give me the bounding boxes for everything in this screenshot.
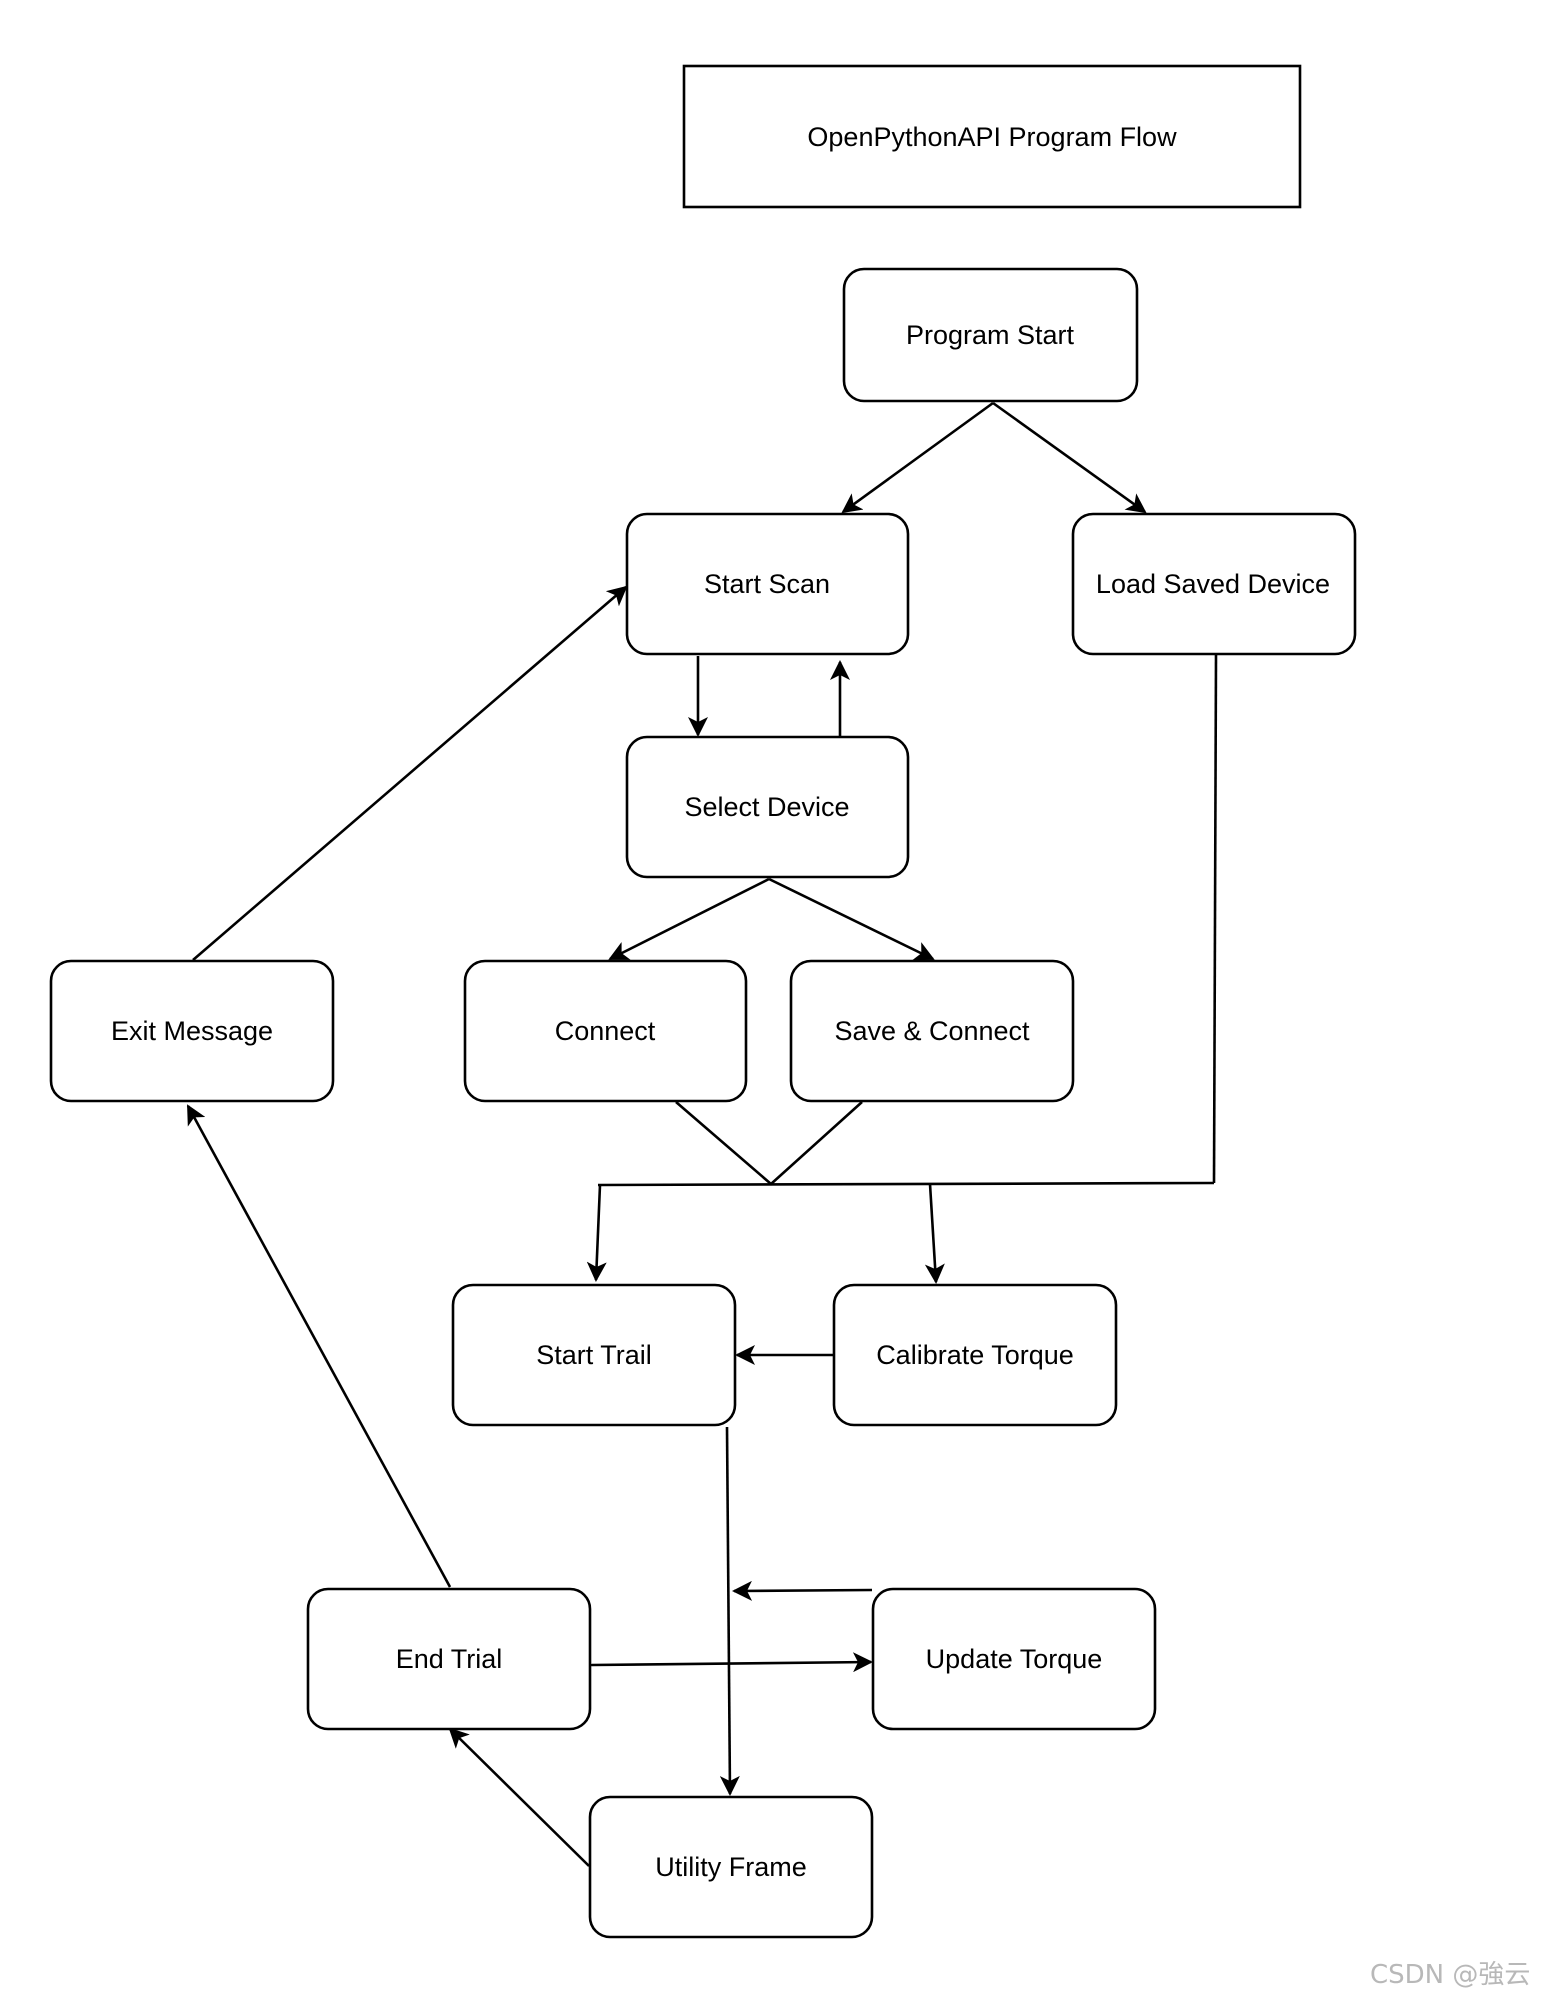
node-exit-message: Exit Message xyxy=(49,959,335,1103)
diagram-title-box: OpenPythonAPI Program Flow xyxy=(682,64,1302,209)
node-label: Load Saved Device xyxy=(1096,569,1330,599)
edge-connect-save-merge xyxy=(675,1101,863,1186)
diagram-title: OpenPythonAPI Program Flow xyxy=(807,122,1177,152)
edge-end-trial-to-exit-message xyxy=(186,1104,452,1588)
edge-start-trail-to-utility-frame xyxy=(719,1426,740,1796)
edge-exit-message-to-start-scan xyxy=(192,585,628,961)
node-label: Start Scan xyxy=(704,569,830,599)
node-label: Connect xyxy=(555,1016,656,1046)
node-select-device: Select Device xyxy=(625,735,910,879)
node-label: Program Start xyxy=(906,320,1075,350)
edge-update-torque-to-trail-line xyxy=(732,1580,873,1601)
node-label: Calibrate Torque xyxy=(876,1340,1074,1370)
edge-program-start-to-start-scan xyxy=(841,401,994,514)
edge-end-trial-to-update-torque xyxy=(573,1652,873,1676)
node-connect: Connect xyxy=(463,959,748,1103)
node-label: Update Torque xyxy=(926,1644,1103,1674)
edge-merge-to-start-trail xyxy=(586,1184,607,1282)
edges xyxy=(186,401,1218,1867)
edge-select-device-to-connect xyxy=(608,877,770,961)
watermark: CSDN @強云 xyxy=(1370,1960,1531,1990)
edge-load-saved-device-down xyxy=(1212,654,1218,1184)
edge-select-device-to-save-connect xyxy=(768,877,935,961)
node-label: Utility Frame xyxy=(655,1852,807,1882)
node-utility-frame: Utility Frame xyxy=(588,1795,874,1939)
node-update-torque: Update Torque xyxy=(871,1587,1157,1731)
node-end-trial: End Trial xyxy=(306,1587,592,1731)
node-label: End Trial xyxy=(396,1644,503,1674)
node-label: Start Trail xyxy=(536,1340,652,1370)
node-load-saved-device: Load Saved Device xyxy=(1071,512,1357,656)
node-program-start: Program Start xyxy=(842,267,1139,403)
node-label: Save & Connect xyxy=(834,1016,1030,1046)
node-save-connect: Save & Connect xyxy=(789,959,1075,1103)
node-start-trail: Start Trail xyxy=(451,1283,737,1427)
edge-merge-to-calibrate-torque xyxy=(924,1183,945,1284)
node-start-scan: Start Scan xyxy=(625,512,910,656)
node-calibrate-torque: Calibrate Torque xyxy=(832,1283,1118,1427)
node-label: Exit Message xyxy=(111,1016,273,1046)
edge-merge-horizontal xyxy=(597,1181,1215,1187)
edge-program-start-to-load-saved-device xyxy=(992,401,1147,514)
node-label: Select Device xyxy=(684,792,849,822)
edge-utility-frame-to-end-trial xyxy=(448,1727,590,1867)
